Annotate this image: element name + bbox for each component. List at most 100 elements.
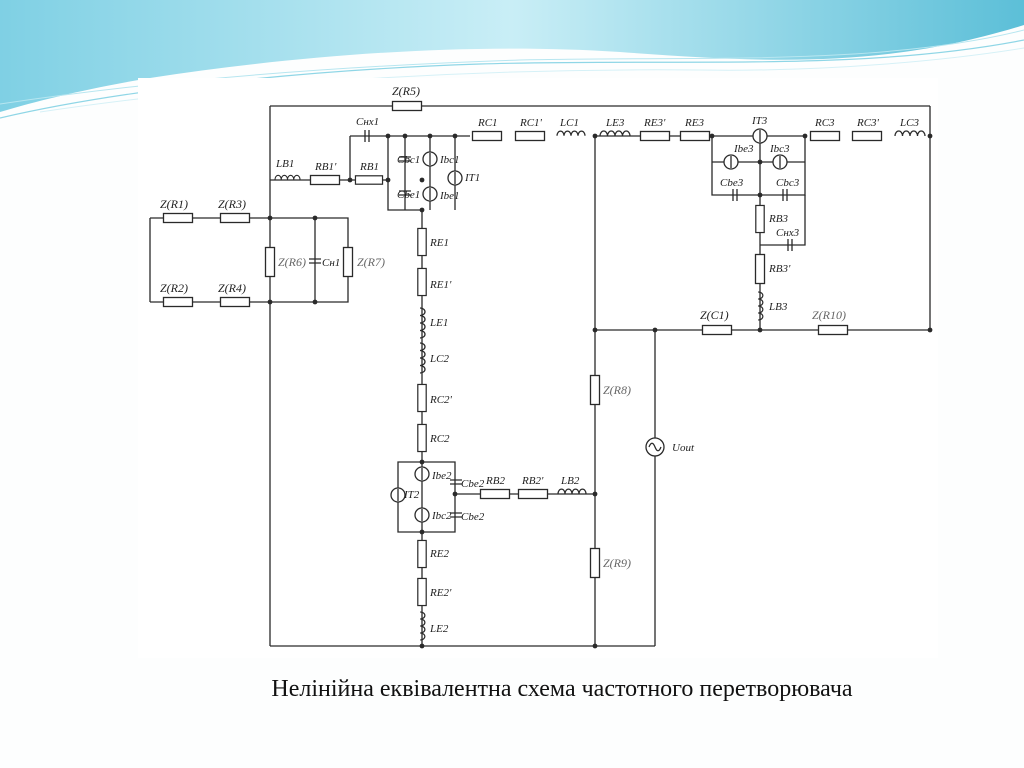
current-source-ibe3	[723, 154, 739, 170]
resistor-zr5	[391, 100, 423, 112]
resistor-zr7	[342, 246, 354, 278]
junction-dot	[592, 133, 598, 139]
label-zc1: Z(C1)	[700, 308, 729, 322]
voltage-source-uout	[645, 437, 665, 457]
label-le2: LE2	[429, 623, 449, 635]
label-cnx3: Cнх3	[776, 227, 800, 239]
label-re3p: RE3'	[643, 117, 666, 129]
junction-dot	[757, 327, 763, 333]
label-cbe2-top: Cbe2	[461, 478, 485, 490]
label-ibc2: Ibc2	[431, 510, 452, 522]
resistor-rb3p	[754, 253, 766, 285]
label-rc3: RC3	[814, 117, 835, 129]
label-ibe2: Ibe2	[431, 470, 452, 482]
label-rb2p: RB2'	[521, 475, 544, 487]
header-wave	[0, 0, 1024, 112]
current-source-it3	[752, 128, 768, 144]
inductor-lb2	[557, 488, 587, 495]
current-source-ibc1	[422, 151, 438, 167]
label-re2p: RE2'	[429, 587, 452, 599]
label-zr3: Z(R3)	[218, 197, 246, 211]
junction-dot	[652, 327, 658, 333]
current-source-it2	[390, 487, 406, 503]
junction-dot	[385, 133, 391, 139]
label-cbe1: Cbe1	[397, 189, 420, 201]
junction-dot	[452, 133, 458, 139]
resistor-rb1p	[309, 174, 341, 186]
current-source-ibe1	[422, 186, 438, 202]
inductor-lc3	[894, 130, 926, 137]
label-ibc3: Ibc3	[769, 143, 790, 155]
resistor-re1p	[417, 267, 427, 297]
wires	[149, 105, 931, 647]
label-cbe3: Cbe3	[720, 177, 744, 189]
junction-dot	[592, 327, 598, 333]
junction-dot	[419, 459, 425, 465]
label-lb3: LB3	[768, 301, 788, 313]
junction-dot	[757, 192, 763, 198]
resistor-zr8	[589, 374, 601, 406]
resistor-re3	[679, 130, 711, 142]
label-lc1: LC1	[559, 117, 579, 129]
label-rb2: RB2	[485, 475, 505, 487]
label-rc1: RC1	[477, 117, 498, 129]
junction-dot	[312, 215, 318, 221]
label-rc3p: RC3'	[856, 117, 880, 129]
resistor-re2	[417, 539, 427, 569]
label-cn1: Cн1	[322, 257, 340, 269]
junction-dot	[757, 159, 763, 165]
label-rb3: RB3	[768, 213, 788, 225]
resistor-zr4	[219, 296, 251, 308]
label-ibc1: Ibc1	[439, 154, 460, 166]
label-zr1: Z(R1)	[160, 197, 188, 211]
label-zr6: Z(R6)	[278, 255, 306, 269]
label-it1: IT1	[464, 172, 480, 184]
label-zr8: Z(R8)	[603, 383, 631, 397]
label-rc1p: RC1'	[519, 117, 543, 129]
label-rc2: RC2	[429, 433, 450, 445]
junction-dot	[402, 133, 408, 139]
slide-caption: Нелінійна еквівалентна схема частотного …	[271, 676, 853, 702]
current-source-it1	[447, 170, 463, 186]
resistor-rb3	[755, 204, 765, 234]
label-re3: RE3	[684, 117, 704, 129]
label-cbc1: Cbc1	[397, 154, 420, 166]
label-it2: IT2	[403, 489, 420, 501]
label-lc2: LC2	[429, 353, 449, 365]
label-lb1: LB1	[275, 158, 294, 170]
current-source-ibc3	[772, 154, 788, 170]
junction-dot	[592, 491, 598, 497]
label-re1p: RE1'	[429, 279, 452, 291]
junction-dot	[592, 643, 598, 649]
resistor-zr6	[264, 246, 276, 278]
junction-dot	[419, 643, 425, 649]
resistor-rc1	[471, 130, 503, 142]
resistor-rb2	[479, 488, 511, 500]
label-it3: IT3	[751, 115, 768, 127]
label-zr9: Z(R9)	[603, 556, 631, 570]
resistor-rc3p	[851, 130, 883, 142]
junction-dot	[419, 207, 425, 213]
resistor-zc1	[701, 324, 733, 336]
label-zr5: Z(R5)	[392, 84, 420, 98]
junction-dot	[419, 529, 425, 535]
label-cbc3: Cbc3	[776, 177, 800, 189]
resistor-zr1	[162, 212, 194, 224]
junctions	[267, 133, 933, 649]
header-wave-line	[0, 39, 1024, 119]
resistor-re3p	[639, 130, 671, 142]
junction-dot	[347, 177, 353, 183]
resistor-rc2	[417, 423, 427, 453]
junction-dot	[419, 177, 425, 183]
resistor-zr2	[162, 296, 194, 308]
resistor-rc3	[809, 130, 841, 142]
junction-dot	[802, 133, 808, 139]
label-zr7: Z(R7)	[357, 255, 385, 269]
label-le1: LE1	[429, 317, 448, 329]
resistor-rb2p	[517, 488, 549, 500]
resistor-zr10	[817, 324, 849, 336]
label-re2: RE2	[429, 548, 449, 560]
resistor-zr9	[589, 547, 601, 579]
label-zr2: Z(R2)	[160, 281, 188, 295]
